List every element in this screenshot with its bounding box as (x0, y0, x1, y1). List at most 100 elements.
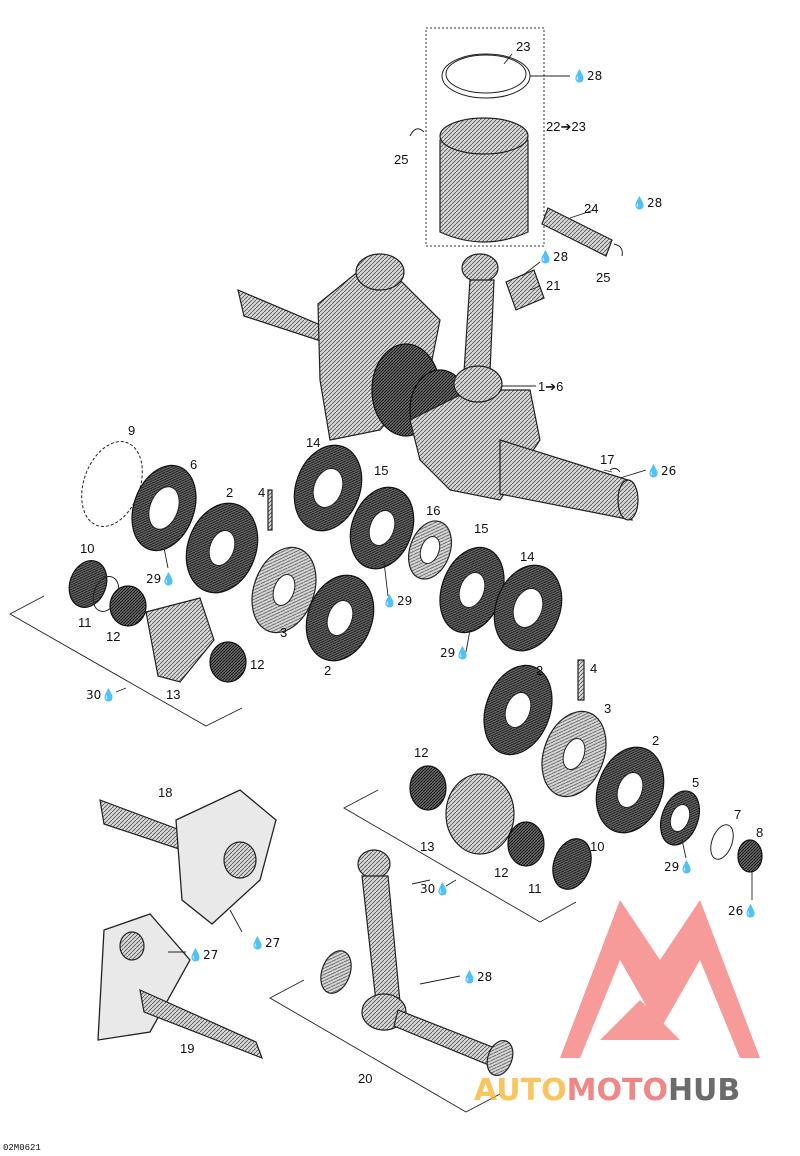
callout-29-b: 💧29 (382, 594, 412, 608)
callout-14-a: 14 (306, 435, 320, 450)
ring-7 (710, 824, 734, 860)
callout-29-d: 29💧 (664, 860, 694, 874)
callout-20: 20 (358, 1071, 372, 1086)
callout-10-b: 10 (590, 839, 604, 854)
group-bracket-20 (269, 979, 501, 1113)
callout-26-a: 💧26 (646, 464, 676, 478)
drop-icon: 💧 (101, 688, 116, 702)
callout-13-a: 13 (166, 687, 180, 702)
roller-12a (109, 585, 147, 627)
drop-icon: 💧 (188, 948, 203, 962)
roller-bearing-14b (493, 564, 563, 652)
gear-3b (541, 710, 607, 798)
leader-lines (115, 53, 753, 985)
crank-pin (393, 1009, 501, 1069)
drop-icon: 💧 (462, 970, 477, 984)
callout-4-b: 4 (590, 661, 597, 676)
callout-16: 16 (426, 503, 440, 518)
callout-30-b: 30💧 (420, 882, 450, 896)
callout-7: 7 (734, 807, 741, 822)
callout-2-a: 2 (226, 485, 233, 500)
ball-bearing-2d (595, 746, 665, 834)
bearing-10b (552, 838, 592, 890)
callout-24: 24 (584, 201, 598, 216)
callout-15-b: 15 (474, 521, 488, 536)
drop-icon: 💧 (250, 936, 265, 950)
oil-seal-5 (659, 790, 701, 846)
callout-2-c: 2 (536, 663, 543, 678)
callout-25-a: 25 (394, 152, 408, 167)
callout-19: 19 (180, 1041, 194, 1056)
needle-bearing (505, 269, 545, 311)
thrust-washer-left (320, 950, 352, 994)
callout-2-b: 2 (324, 663, 331, 678)
callout-labels: 23 💧28 22➔23 25 24 💧28 💧28 21 25 1➔6 17 … (78, 39, 763, 1086)
roller-12b (209, 641, 247, 683)
thrust-washer-right (486, 1039, 514, 1077)
circlip-left (409, 128, 425, 137)
woodruff-key (609, 467, 621, 473)
bearing-10a (68, 560, 108, 608)
callout-11-b: 11 (528, 881, 542, 896)
callout-5: 5 (692, 775, 699, 790)
oil-seal-6 (131, 464, 197, 552)
callout-21: 21 (546, 278, 560, 293)
callout-10-a: 10 (80, 541, 94, 556)
group-bracket-30b (343, 789, 577, 923)
circlip-right (613, 243, 623, 257)
gear-13b (445, 773, 515, 855)
callout-18: 18 (158, 785, 172, 800)
drop-icon: 💧 (646, 464, 661, 478)
piston-pin (541, 207, 613, 257)
roller-12c (409, 765, 447, 811)
callout-8: 8 (756, 825, 763, 840)
callout-12-b: 12 (250, 657, 264, 672)
drop-icon: 💧 (572, 69, 587, 83)
watermark-logo (560, 900, 760, 1058)
key-4a (267, 489, 273, 531)
drop-icon: 💧 (679, 860, 694, 874)
connecting-rod-upper (453, 253, 503, 403)
group-bracket-30a (9, 595, 243, 727)
washer-15a (349, 486, 415, 570)
drop-icon: 💧 (382, 594, 397, 608)
callout-28-d: 💧28 (462, 970, 492, 984)
callout-9: 9 (128, 423, 135, 438)
callout-17: 17 (600, 452, 614, 467)
connecting-rod-20 (357, 849, 407, 1031)
watermark-brand: AUTOMOTOHUB (474, 1073, 794, 1117)
callout-28-a: 💧28 (572, 69, 602, 83)
drawing-code: 02M0621 (3, 1143, 41, 1153)
ball-bearing-2a (185, 502, 259, 594)
roller-bearing-14a (293, 444, 363, 532)
drop-icon: 💧 (538, 250, 553, 264)
callout-14-b: 14 (520, 549, 534, 564)
callout-11-a: 11 (78, 615, 92, 630)
balance-shaft-half-18 (99, 789, 277, 925)
callout-13-b: 13 (420, 839, 434, 854)
drop-icon: 💧 (632, 196, 647, 210)
piston (439, 117, 529, 243)
piston-ring (441, 53, 531, 99)
crankshaft (237, 253, 639, 521)
callout-29-a: 29💧 (146, 572, 176, 586)
callout-12-c: 12 (414, 745, 428, 760)
callout-2-d: 2 (652, 733, 659, 748)
callout-3-b: 3 (604, 701, 611, 716)
drop-icon: 💧 (743, 904, 758, 918)
callout-12-a: 12 (106, 629, 120, 644)
key-4b (577, 659, 585, 701)
drop-icon: 💧 (435, 882, 450, 896)
ring-16 (407, 520, 453, 580)
callout-1-6: 1➔6 (538, 379, 563, 394)
roller-12d (507, 821, 545, 867)
ball-bearing-2b (305, 574, 375, 662)
callout-23: 23 (516, 39, 530, 54)
callout-27-a: 💧27 (250, 936, 280, 950)
nut-8 (737, 839, 763, 873)
callout-6: 6 (190, 457, 197, 472)
callout-22-23: 22➔23 (546, 119, 586, 134)
callout-4-a: 4 (258, 485, 265, 500)
washer-15b (439, 546, 505, 634)
